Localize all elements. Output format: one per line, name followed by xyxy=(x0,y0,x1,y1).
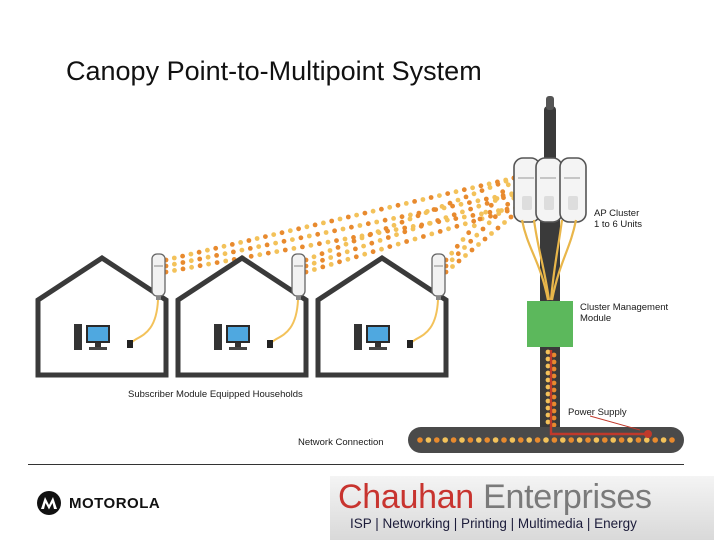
wireless-signal-beams xyxy=(163,175,527,275)
household-3 xyxy=(315,253,449,378)
network-connection-label: Network Connection xyxy=(298,437,384,448)
pole-signal-feed xyxy=(545,349,557,428)
household-1 xyxy=(35,253,169,378)
motorola-logo: MOTOROLA xyxy=(36,490,160,516)
ap-cables xyxy=(520,219,578,301)
chauhan-enterprises-logo: Chauhan Enterprises xyxy=(338,478,652,517)
company-tagline: ISP | Networking | Printing | Multimedia… xyxy=(350,516,637,531)
motorola-wordmark: MOTOROLA xyxy=(69,494,161,512)
chauhan-logo-band xyxy=(330,476,714,540)
power-supply-line xyxy=(549,350,652,438)
household-2 xyxy=(175,253,309,378)
households-label: Subscriber Module Equipped Households xyxy=(128,389,303,400)
slide-title: Canopy Point-to-Multipoint System xyxy=(66,56,482,86)
ap-cluster xyxy=(513,157,587,223)
ap-unit-3 xyxy=(559,157,587,223)
chauhan-word: Chauhan xyxy=(338,478,474,516)
ap-unit-1 xyxy=(513,157,541,223)
cmm-label: Cluster Management Module xyxy=(580,302,668,324)
cluster-management-module xyxy=(527,301,573,347)
cmm-label-line1: Cluster Management xyxy=(580,302,669,313)
motorola-batwing-icon xyxy=(37,491,61,515)
power-supply-label: Power Supply xyxy=(568,407,627,418)
ap-unit-2 xyxy=(535,157,563,223)
ap-cluster-label-line1: AP Cluster xyxy=(594,208,640,219)
ap-cluster-label: AP Cluster 1 to 6 Units xyxy=(594,208,642,230)
network-connection-pipe xyxy=(408,427,684,453)
canopy-diagram xyxy=(35,96,684,453)
ap-cluster-label-line2: 1 to 6 Units xyxy=(594,219,643,230)
cmm-label-line2: Module xyxy=(580,313,612,324)
footer-divider xyxy=(28,464,684,465)
enterprises-word: Enterprises xyxy=(483,478,652,516)
subscriber-households xyxy=(35,253,449,378)
